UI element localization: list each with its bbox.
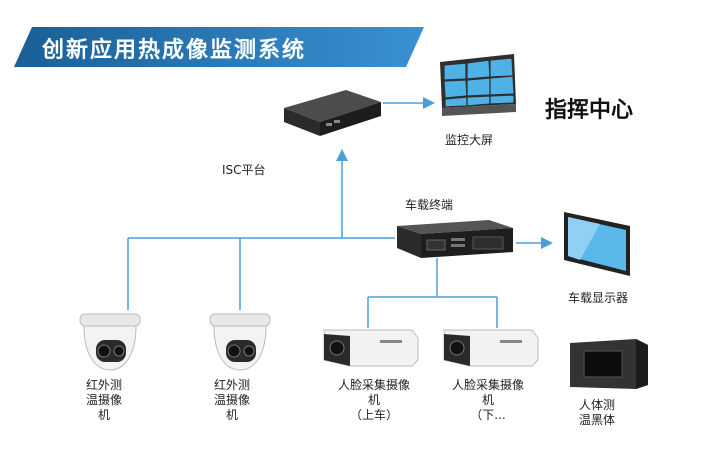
page-title: 创新应用热成像监测系统: [42, 38, 307, 63]
video-wall-label: 监控大屏: [445, 133, 494, 147]
blackbody-label: 人体测温黑体: [578, 398, 615, 427]
bullet-camera-icon: [323, 329, 419, 367]
vehicle-terminal-icon: [397, 220, 513, 258]
camera3-label: 人脸采集摄像机（上车）: [337, 378, 410, 422]
camera1-label: 红外测温摄像机: [85, 378, 122, 422]
terminal-label: 车载终端: [405, 198, 454, 212]
isc-label: ISC平台: [222, 163, 266, 177]
vehicle-display-icon: [564, 212, 630, 276]
dome-camera-icon: [209, 313, 271, 371]
camera4-label: 人脸采集摄像机（下...: [451, 378, 524, 422]
vehicle-display-label: 车载显示器: [568, 291, 629, 305]
bullet-camera-icon: [443, 329, 539, 367]
blackbody-icon: [570, 339, 648, 389]
title-banner: [14, 27, 424, 67]
command-center-label: 指挥中心: [545, 98, 634, 123]
video-wall-icon: [440, 54, 516, 116]
isc-server-icon: [284, 90, 381, 136]
camera2-label: 红外测温摄像机: [213, 378, 250, 422]
dome-camera-icon: [79, 313, 141, 371]
